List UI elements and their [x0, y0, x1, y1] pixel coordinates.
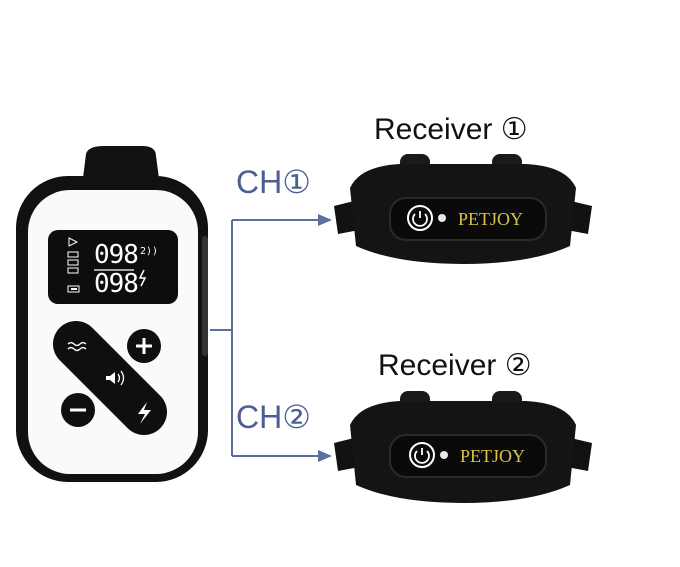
- channel-1-label: CH①: [236, 164, 311, 200]
- display-bottom-value: 098: [94, 269, 138, 299]
- arrow-right-icon: [318, 214, 332, 226]
- button-cluster: [53, 321, 167, 435]
- brand-logo: PETJOY: [460, 446, 525, 466]
- vibrate-icon: [67, 341, 87, 352]
- sound-icon[interactable]: [106, 372, 115, 384]
- receiver-1-collar: PETJOY: [334, 154, 592, 264]
- receiver-1-title: Receiver ①: [374, 113, 528, 146]
- play-icon: [68, 237, 79, 247]
- plus-icon: [136, 338, 152, 354]
- battery-icon: [67, 285, 80, 293]
- remote-transmitter: 098 098 2)): [16, 146, 208, 482]
- power-icon: [414, 448, 430, 464]
- receiver-2-title: Receiver ②: [378, 349, 532, 382]
- receiver-panel: [389, 197, 547, 241]
- channel-2-label: CH②: [236, 399, 311, 435]
- signal-indicator: 2)): [140, 246, 158, 257]
- lightning-icon: [138, 402, 151, 424]
- led-indicator: [438, 214, 446, 222]
- receiver-2-collar: PETJOY: [334, 391, 592, 503]
- shock-indicator-icon: [138, 269, 147, 287]
- lcd-screen: [48, 230, 178, 304]
- display-top-value: 098: [94, 240, 138, 270]
- arrow-right-icon: [318, 450, 332, 462]
- power-icon: [412, 211, 428, 227]
- led-indicator: [440, 451, 448, 459]
- connector-lines: [210, 214, 332, 462]
- brand-logo: PETJOY: [458, 209, 523, 229]
